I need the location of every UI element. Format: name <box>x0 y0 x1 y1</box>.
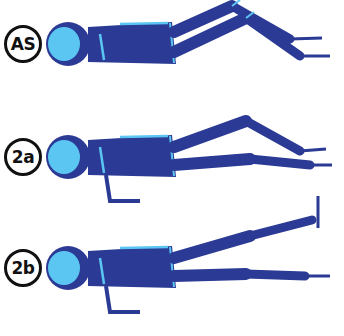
swimmer-figure <box>46 121 332 201</box>
label-circle: AS <box>4 25 42 63</box>
row-label: AS <box>11 34 35 54</box>
label-circle: 2a <box>4 138 42 176</box>
row-label: 2a <box>12 147 34 167</box>
label-circle: 2b <box>4 249 42 287</box>
row-label: 2b <box>12 258 35 278</box>
swimmer-figure <box>46 0 330 66</box>
swimmer-figure <box>46 196 330 312</box>
